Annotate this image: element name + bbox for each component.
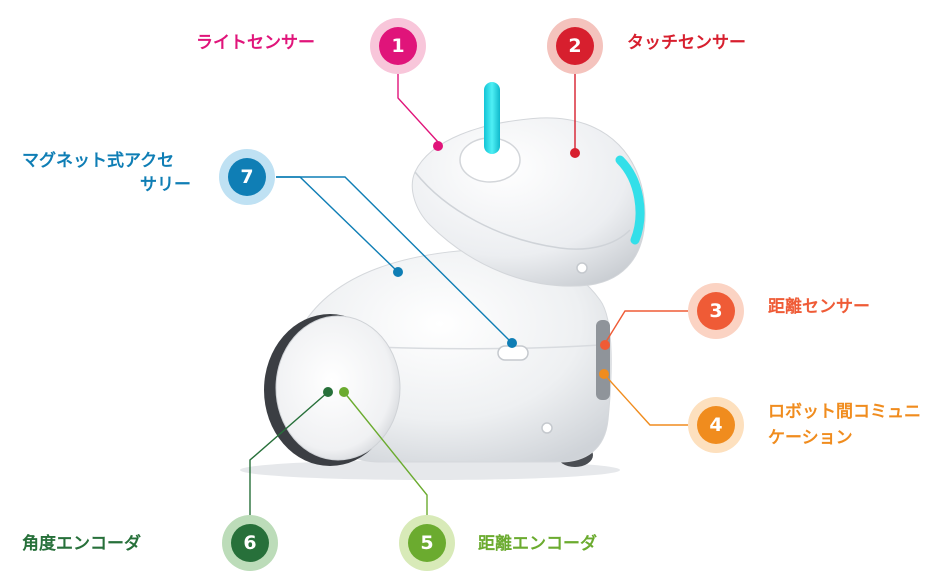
badge-2: 2 bbox=[547, 18, 603, 74]
label-distance-sensor: 距離センサー bbox=[768, 297, 870, 317]
badge-6: 6 bbox=[222, 515, 278, 571]
badge-1: 1 bbox=[370, 18, 426, 74]
label-robot-comm-line1: ロボット間コミュニ bbox=[768, 402, 921, 422]
antenna bbox=[484, 82, 500, 154]
badge-1-number: 1 bbox=[379, 27, 417, 65]
badge-2-number: 2 bbox=[556, 27, 594, 65]
label-magnet-accessory-line1: マグネット式アクセ bbox=[22, 151, 175, 171]
label-light-sensor: ライトセンサー bbox=[196, 33, 315, 53]
badge-4-number: 4 bbox=[697, 406, 735, 444]
badge-7: 7 bbox=[219, 149, 275, 205]
front-sensor-window bbox=[596, 320, 610, 400]
endpoint-dots bbox=[323, 141, 610, 397]
badge-7-number: 7 bbox=[228, 158, 266, 196]
label-angle-encoder: 角度エンコーダ bbox=[22, 534, 141, 554]
badge-5: 5 bbox=[399, 515, 455, 571]
badge-3-number: 3 bbox=[697, 292, 735, 330]
badge-5-number: 5 bbox=[408, 524, 446, 562]
label-robot-comm-line2: ケーション bbox=[768, 428, 853, 448]
badge-6-number: 6 bbox=[231, 524, 269, 562]
label-distance-encoder: 距離エンコーダ bbox=[478, 534, 597, 554]
label-magnet-accessory-line2: サリー bbox=[140, 175, 191, 195]
head-light-bar bbox=[615, 155, 645, 245]
leader-lines bbox=[249, 68, 688, 515]
badge-3: 3 bbox=[688, 283, 744, 339]
badge-4: 4 bbox=[688, 397, 744, 453]
label-touch-sensor: タッチセンサー bbox=[627, 33, 746, 53]
magnet-slot bbox=[497, 345, 529, 361]
